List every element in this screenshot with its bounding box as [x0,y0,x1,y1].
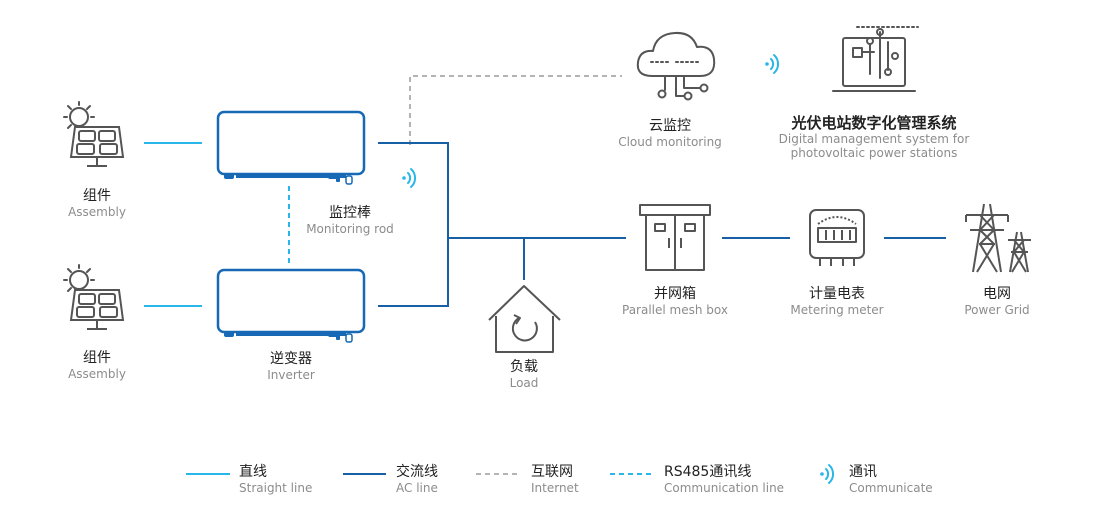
assembly-bottom-en: Assembly [68,367,126,381]
digital-system-zh: 光伏电站数字化管理系统 [791,114,957,132]
wifi-icon-cloud [764,54,780,74]
cloud-zh: 云监控 [649,118,691,134]
digital-system-label: 光伏电站数字化管理系统 Digital management system fo… [754,114,994,160]
cloud-icon [636,31,716,101]
monitoring-rod-label: 监控棒 Monitoring rod [290,204,410,236]
grid-en: Power Grid [964,303,1030,317]
monitoring-rod-en: Monitoring rod [306,222,394,236]
inverter-en: Inverter [267,368,315,382]
cabinet-icon [639,204,711,271]
wifi-icon-rod [401,168,417,188]
legend-straight-line: 直线 Straight line [239,463,312,495]
assembly-top-label: 组件 Assembly [47,187,147,219]
pylon-icon [965,203,1031,273]
legend-communicate: 通讯 Communicate [849,463,933,495]
assembly-bottom-zh: 组件 [83,350,111,366]
digital-system-en2: photovoltaic power stations [790,146,958,160]
meter-zh: 计量电表 [809,286,865,302]
meter-en: Metering meter [790,303,884,317]
legend-ac-en: AC line [396,481,438,495]
assembly-bottom-label: 组件 Assembly [47,349,147,381]
legend-communicate-en: Communicate [849,481,933,495]
legend-internet: 互联网 Internet [531,463,579,495]
legend-internet-en: Internet [531,481,579,495]
legend-straight-en: Straight line [239,481,313,495]
mesh-box-label: 并网箱 Parallel mesh box [610,285,740,317]
monitoring-rod-zh: 监控棒 [329,205,371,221]
ac-line-top [378,142,449,238]
assembly-bottom-icon [63,264,124,330]
house-icon [488,285,561,353]
inverter-bottom-icon [216,268,366,344]
legend-straight-zh: 直线 [239,464,267,480]
inverter-label: 逆变器 Inverter [231,350,351,382]
legend-rs485-zh: RS485通讯线 [664,464,752,480]
assembly-top-zh: 组件 [83,188,111,204]
meter-icon [809,209,865,266]
load-zh: 负载 [510,359,538,375]
laptop-icon [832,26,919,92]
legend-ac-line: 交流线 AC line [396,463,438,495]
internet-line [409,75,622,145]
ac-line-bottom [378,238,449,307]
load-en: Load [509,376,539,390]
legend-rs485-en: Communication line [664,481,785,495]
legend-communicate-zh: 通讯 [849,464,877,480]
connection-lines [144,75,946,307]
legend-internet-zh: 互联网 [531,464,573,480]
cloud-label: 云监控 Cloud monitoring [605,117,735,149]
meter-label: 计量电表 Metering meter [782,285,892,317]
mesh-box-en: Parallel mesh box [622,303,728,317]
inverter-zh: 逆变器 [270,351,312,367]
legend-wifi-icon [819,464,835,484]
legend-glyphs [186,464,835,484]
assembly-top-en: Assembly [68,205,126,219]
grid-zh: 电网 [983,286,1011,302]
cloud-en: Cloud monitoring [618,135,722,149]
inverter-top-icon [216,110,366,186]
assembly-top-icon [63,101,124,167]
grid-label: 电网 Power Grid [947,285,1047,317]
legend-ac-zh: 交流线 [396,464,438,480]
mesh-box-zh: 并网箱 [654,286,696,302]
digital-system-en1: Digital management system for [778,132,970,146]
legend-communication-line: RS485通讯线 Communication line [664,463,784,495]
load-label: 负载 Load [474,358,574,390]
